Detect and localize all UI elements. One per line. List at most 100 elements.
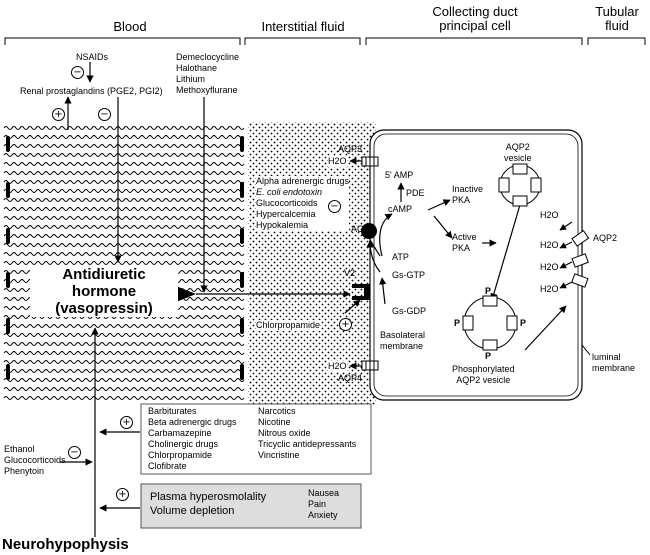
adh-drug: Methoxyflurane: [176, 85, 238, 95]
wave-line: [3, 180, 245, 184]
label-nsaids: NSAIDs: [76, 52, 109, 62]
stimulant-drug: Nitrous oxide: [258, 428, 311, 438]
label-luminal: luminal membrane: [592, 352, 635, 374]
minus-symbol: −: [98, 108, 111, 121]
release-stimulants-col1: Barbiturates Beta adrenergic drugs Carba…: [148, 406, 237, 472]
plus-symbol: +: [120, 416, 133, 429]
wall-marker: [6, 318, 10, 334]
label-h2o-lum3: H2O: [540, 262, 559, 272]
capillary-wall-markers: [6, 136, 244, 380]
wave-line: [3, 198, 245, 202]
stimulant-drug: Tricyclic antidepressants: [258, 439, 357, 449]
wave-line: [3, 225, 245, 229]
stimulant-drug: Vincristine: [258, 450, 300, 460]
wave-line: [3, 378, 245, 382]
gtp-to-ac: [366, 240, 381, 273]
label-v2: V2: [344, 268, 356, 278]
wall-marker: [240, 364, 244, 380]
adh-arrowhead: [176, 286, 196, 302]
wave-line: [3, 396, 245, 400]
stimulant-drug: Clofibrate: [148, 461, 187, 471]
label-h2o-lum1: H2O: [540, 210, 559, 220]
adh-drug-list: Demeclocycline Halothane Lithium Methoxy…: [176, 52, 239, 96]
stimulant-drug: Beta adrenergic drugs: [148, 417, 237, 427]
minus-symbol: −: [71, 66, 84, 79]
physiologic-other: Nausea Pain Anxiety: [308, 488, 339, 521]
stimulant-drug: Carbamazepine: [148, 428, 212, 438]
h2o-lum4: [559, 281, 573, 289]
camp-to-pka: [427, 199, 451, 211]
wall-marker: [6, 182, 10, 198]
ac-inhibitor: Hypercalcemia: [256, 209, 316, 219]
wave-line: [3, 333, 245, 337]
label-gs-gtp: Gs-GTP: [392, 270, 425, 280]
minus-symbol: −: [328, 200, 341, 213]
stimulant-drug: Narcotics: [258, 406, 296, 416]
wave-line: [3, 207, 245, 211]
h2o-lum1: [559, 221, 573, 231]
adh-drug: Halothane: [176, 63, 218, 73]
active-pka-line1: Active: [452, 232, 477, 242]
wall-marker: [240, 182, 244, 198]
stimulant-drug: Chlorpropamide: [148, 450, 213, 460]
stimulant-drug: Cholinergic drugs: [148, 439, 219, 449]
inhibitor-drug: Glucocorticoids: [4, 455, 66, 465]
label-aqp2: AQP2: [593, 233, 618, 243]
neurohypophysis-label: Neurohypophysis: [2, 536, 129, 553]
gdp-to-gtp: [379, 277, 387, 305]
aqp2-luminal-channels: [571, 230, 590, 288]
adh-title: Antidiuretic hormone (vasopressin): [30, 266, 178, 317]
wave-line: [3, 216, 245, 220]
wall-marker: [6, 228, 10, 244]
physiologic-stimulus: Pain: [308, 499, 327, 509]
adh-title-line3: (vasopressin): [55, 300, 153, 317]
adh-title-line2: hormone: [71, 283, 137, 300]
luminal-line2: membrane: [592, 363, 636, 373]
phospho-vesicle-line2: AQP2 vesicle: [456, 375, 511, 385]
ac-inhibitor: Alpha adrenergic drugs: [256, 176, 350, 186]
physiologic-stimulus: Volume depletion: [150, 505, 235, 517]
release-stimulants-col2: Narcotics Nicotine Nitrous oxide Tricycl…: [258, 406, 356, 461]
active-pka-line2: PKA: [452, 243, 471, 253]
ac-inhibitor: Hypokalemia: [256, 220, 309, 230]
label-prostaglandins: Renal prostaglandins (PGE2, PGI2): [20, 86, 163, 96]
wave-line: [3, 324, 245, 328]
phospho-vesicle-line1: Phosphorylated: [452, 364, 515, 374]
ac-inhibitor: E. coli endotoxin: [256, 187, 323, 197]
header-blood: Blood: [113, 19, 147, 34]
interstitial-dots: [248, 122, 376, 406]
inactive-pka-line2: PKA: [452, 195, 471, 205]
header-principal-line1: Collecting duct: [432, 4, 518, 19]
phosphate-label: P: [520, 318, 527, 328]
label-aqp3: AQP3: [338, 144, 363, 154]
ac-inhibitor: Glucocorticoids: [256, 198, 318, 208]
wall-marker: [6, 364, 10, 380]
header-tubular: Tubular fluid: [586, 5, 648, 33]
wave-line: [3, 153, 245, 157]
label-inactive-pka: Inactive PKA: [452, 184, 483, 206]
label-h2o-aqp3: H2O: [328, 156, 347, 167]
label-aqp2-vesicle: AQP2 vesicle: [504, 142, 532, 164]
label-pde: PDE: [406, 188, 425, 198]
header-principal-cell: Collecting duct principal cell: [380, 5, 570, 33]
to-membrane-arrow: [524, 305, 567, 351]
physiologic-main: Plasma hyperosmolality Volume depletion: [150, 490, 266, 518]
label-h2o-lum2: H2O: [540, 240, 559, 250]
label-basolateral: Basolateral membrane: [380, 330, 425, 352]
wave-line: [3, 189, 245, 193]
wall-marker: [6, 136, 10, 152]
label-ac: AC: [351, 224, 364, 234]
adh-drug: Demeclocycline: [176, 52, 240, 62]
wave-line: [3, 360, 245, 364]
wave-line: [3, 369, 245, 373]
adenylyl-cyclase: [361, 223, 377, 239]
h2o-lum2: [559, 241, 573, 249]
physiologic-stimulus: Nausea: [308, 488, 340, 498]
wall-marker: [240, 228, 244, 244]
label-gs-gdp: Gs-GDP: [392, 306, 427, 316]
v2-receptor: [352, 284, 370, 300]
label-camp: cAMP: [388, 204, 413, 214]
aqp2-vesicle-line1: AQP2: [505, 142, 530, 152]
wall-marker: [240, 272, 244, 288]
